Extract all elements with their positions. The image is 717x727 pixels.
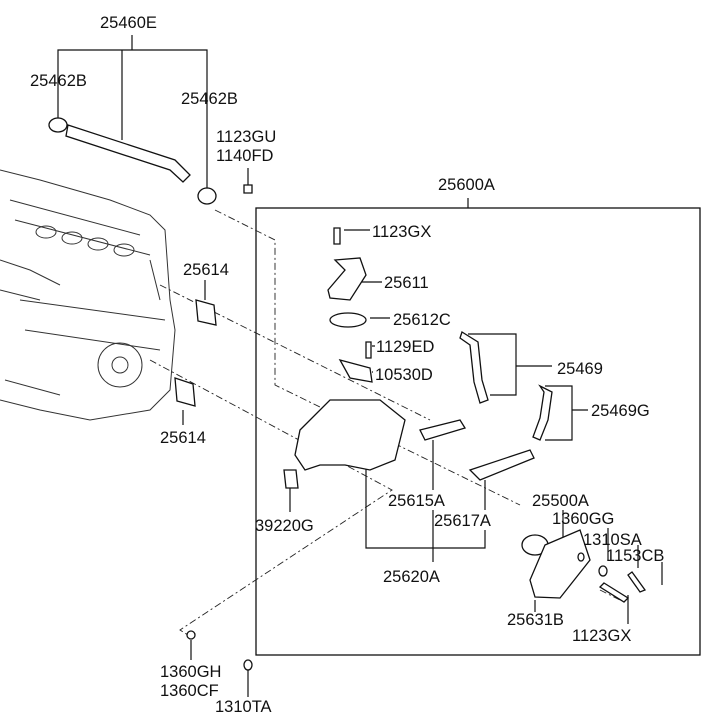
label-1310TA: 1310TA — [215, 698, 272, 716]
label-1360GG: 1360GG — [552, 510, 614, 528]
gasket-25612C — [329, 312, 367, 328]
label-1123GX-top: 1123GX — [372, 223, 431, 241]
sensor-39220G — [283, 469, 299, 489]
label-25614-top: 25614 — [183, 261, 229, 279]
label-1129ED: 1129ED — [376, 338, 434, 356]
label-1123GU: 1123GU — [216, 128, 276, 146]
hose-25469 — [459, 331, 489, 404]
label-25460E: 25460E — [100, 14, 157, 32]
label-25469G: 25469G — [591, 402, 650, 420]
label-25469: 25469 — [557, 360, 603, 378]
label-25615A: 25615A — [388, 492, 445, 510]
label-25612C: 25612C — [393, 311, 451, 329]
label-25620A: 25620A — [383, 568, 440, 586]
leader-lines — [57, 35, 663, 697]
label-1310SA: 1310SA — [583, 531, 642, 549]
label-25462B-left: 25462B — [30, 72, 87, 90]
assembly-box-25600A — [255, 207, 701, 656]
label-25631B: 25631B — [507, 611, 564, 629]
fitting-25611 — [327, 257, 367, 301]
label-25611: 25611 — [384, 274, 429, 292]
cover-25631B — [529, 529, 591, 599]
label-39220G: 39220G — [255, 517, 314, 535]
label-1140FD: 1140FD — [216, 147, 274, 165]
bracket-10530D — [338, 358, 373, 383]
gasket-25614-top — [195, 299, 217, 326]
label-25614-bottom: 25614 — [160, 429, 206, 447]
label-25617A: 25617A — [434, 512, 491, 530]
oring-left — [48, 117, 68, 133]
hose-25469G — [532, 384, 553, 441]
pipe-25615A — [419, 419, 467, 441]
label-25600A: 25600A — [438, 176, 495, 194]
hose-25460E — [65, 124, 191, 183]
part-labels: 25460E 25462B 25462B 1123GU 1140FD 25600… — [30, 14, 664, 716]
label-25462B-right: 25462B — [181, 90, 238, 108]
oring-right — [197, 187, 217, 205]
engine-block-illustration — [0, 169, 176, 421]
label-1153CB: 1153CB — [606, 547, 664, 565]
gasket-25614-bottom — [174, 377, 196, 407]
label-1360GH: 1360GH — [160, 663, 221, 681]
label-10530D: 10530D — [375, 366, 433, 384]
pipe-25617A — [468, 449, 535, 481]
housing-25620A — [294, 399, 406, 471]
label-25500A: 25500A — [532, 492, 589, 510]
label-1123GX-bottom: 1123GX — [572, 627, 631, 645]
part-shapes — [48, 117, 647, 671]
label-1360CF: 1360CF — [160, 682, 219, 700]
